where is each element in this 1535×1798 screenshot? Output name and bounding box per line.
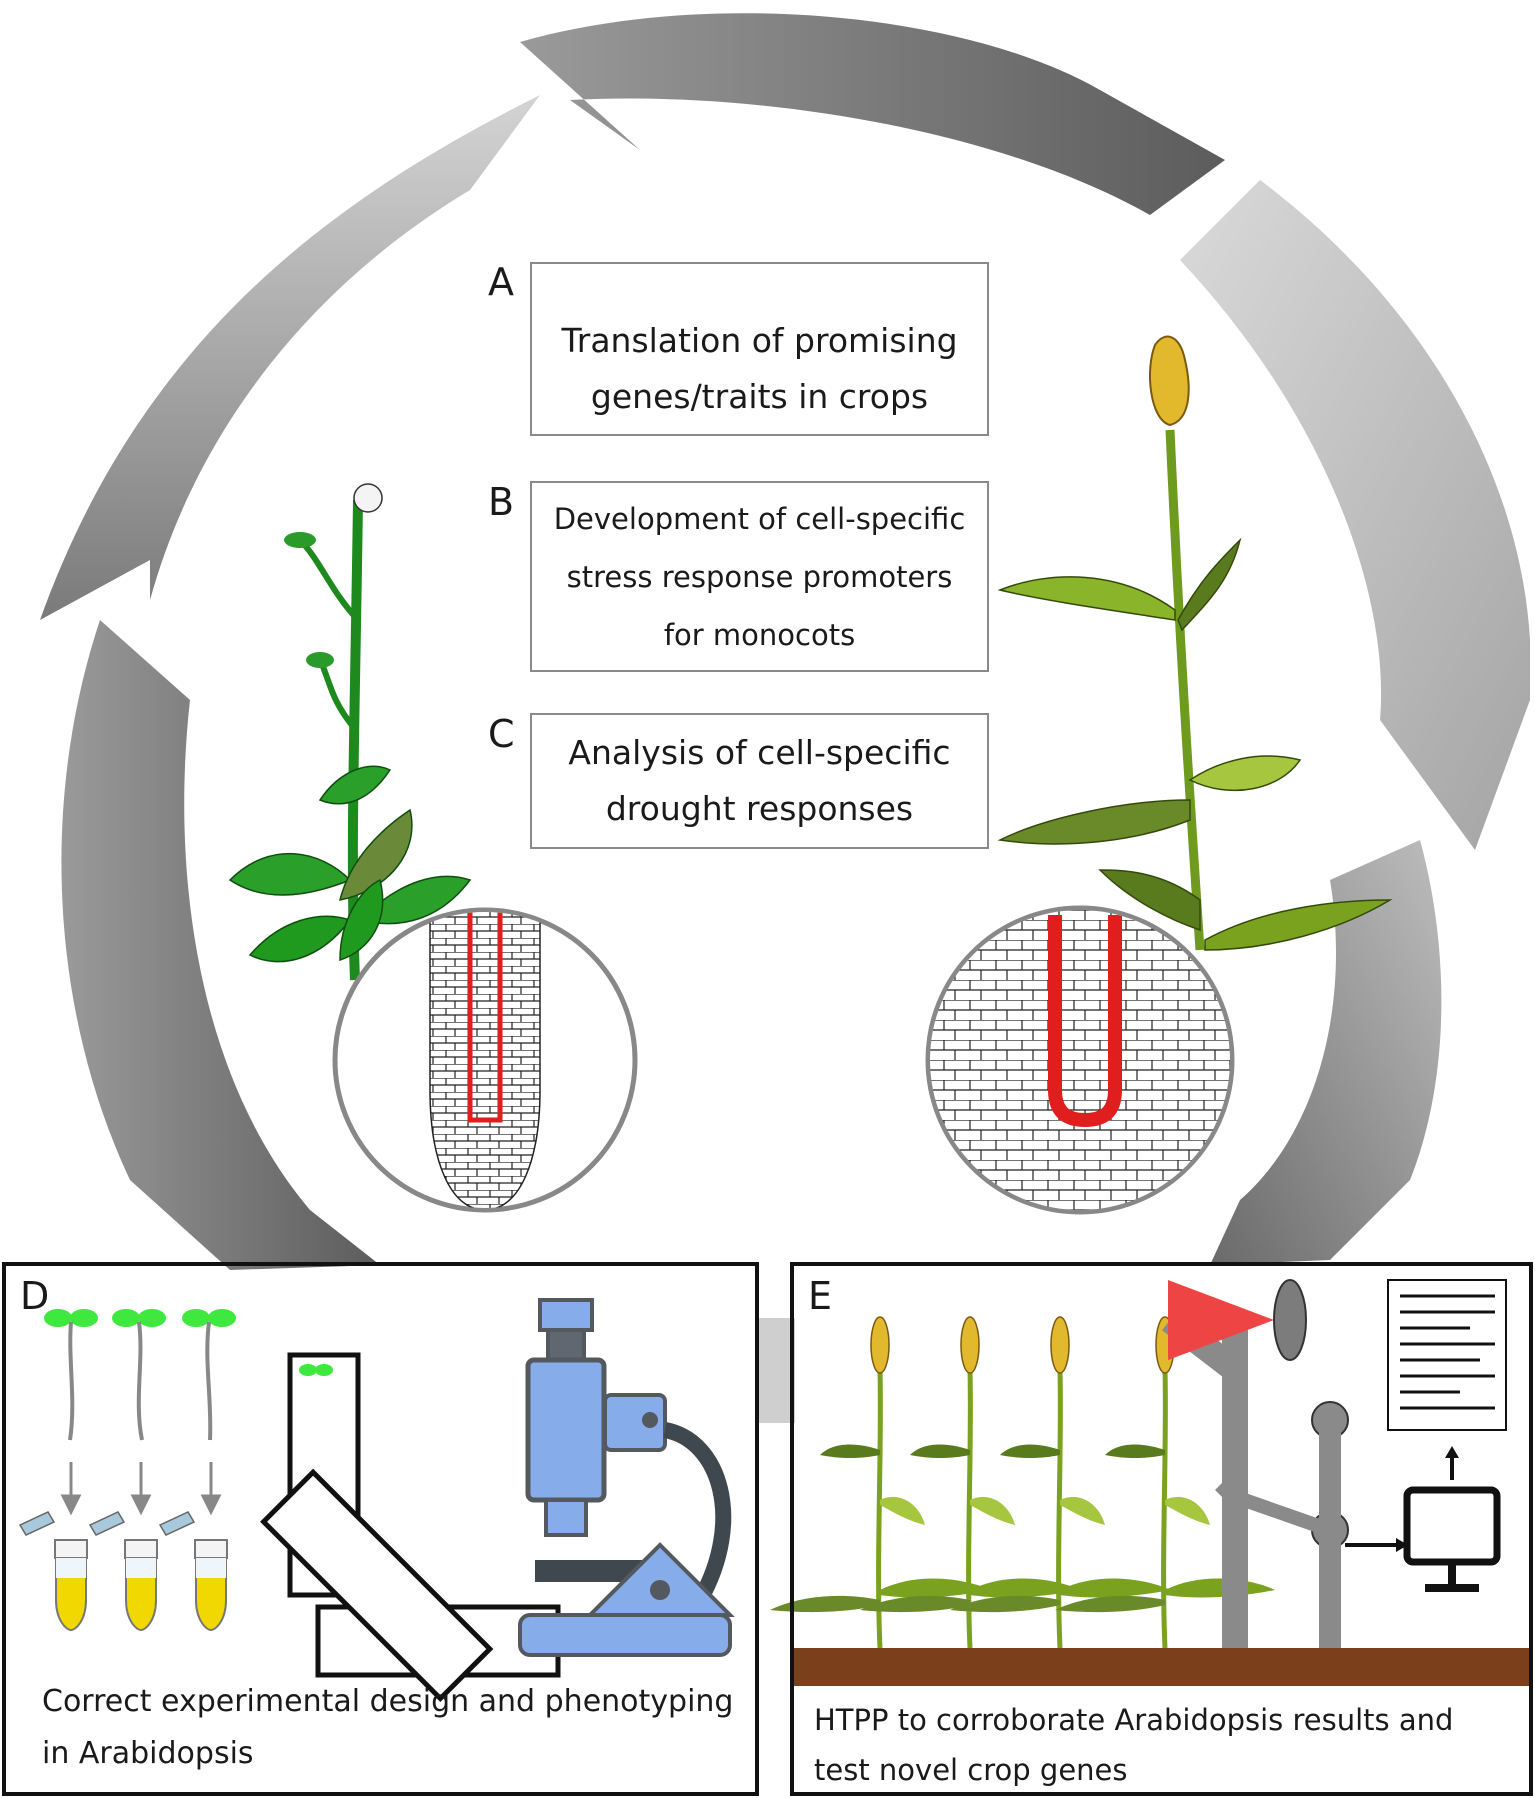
root-tip-icon [332, 905, 1235, 1215]
box-a-line1: Translation of promising [561, 321, 958, 360]
box-b-line1: Development of cell-specific [553, 501, 966, 536]
panel-d: D Correct experimental design and phenot… [2, 1262, 759, 1796]
monitor-icon [1345, 1446, 1501, 1592]
box-b: Development of cell-specific stress resp… [530, 481, 989, 672]
tube-icon [18, 1511, 228, 1632]
box-c-line1: Analysis of cell-specific [568, 733, 951, 772]
box-c-line2: drought responses [605, 789, 914, 828]
arrows-down [60, 1462, 222, 1516]
label-b: B [488, 480, 515, 524]
box-a-line2: genes/traits in crops [590, 377, 929, 416]
box-a: Translation of promising genes/traits in… [530, 262, 989, 436]
petri-plate-icon [260, 1352, 561, 1703]
panel-e-caption-line2: test novel crop genes [814, 1753, 1128, 1787]
panel-e-illustration [770, 1279, 1529, 1686]
cycle-connector [755, 1318, 795, 1423]
cycle-arrow-right-lower [1210, 840, 1442, 1265]
crop-row [770, 1316, 1275, 1649]
label-a: A [488, 260, 514, 304]
panel-e: E HTPP to corroborate Arabidopsis result… [790, 1262, 1533, 1796]
panel-e-caption-line1: HTPP to corroborate Arabidopsis results … [814, 1703, 1454, 1737]
cycle-arrow-left-lower [61, 620, 381, 1270]
crop-plant-icon [997, 335, 1393, 951]
cycle-arrow-top [520, 13, 1225, 215]
box-b-line2: stress response promoters [566, 559, 953, 594]
panel-e-label: E [808, 1274, 833, 1318]
microscope-icon [518, 1298, 735, 1657]
cycle-arrow-right-upper [1180, 180, 1530, 850]
panel-d-label: D [20, 1274, 50, 1318]
camera-arm-icon [1162, 1279, 1349, 1648]
document-icon [1387, 1279, 1507, 1431]
crop-plant [950, 1316, 1170, 1649]
cycle-arrow-left-upper [40, 95, 540, 620]
seedling-icon [44, 1309, 236, 1441]
arabidopsis-plant-icon [228, 483, 472, 981]
soil [794, 1648, 1529, 1686]
cycle-arrows [40, 13, 1530, 1423]
box-c: Analysis of cell-specific drought respon… [530, 713, 989, 849]
box-b-line3: for monocots [663, 617, 856, 652]
crop-plant [860, 1316, 1080, 1649]
panel-d-caption-line1: Correct experimental design and phenotyp… [42, 1684, 734, 1719]
panel-d-illustration [18, 1298, 735, 1703]
label-c: C [488, 712, 515, 756]
panel-d-caption-line2: in Arabidopsis [42, 1736, 254, 1771]
crop-plant [770, 1316, 990, 1649]
